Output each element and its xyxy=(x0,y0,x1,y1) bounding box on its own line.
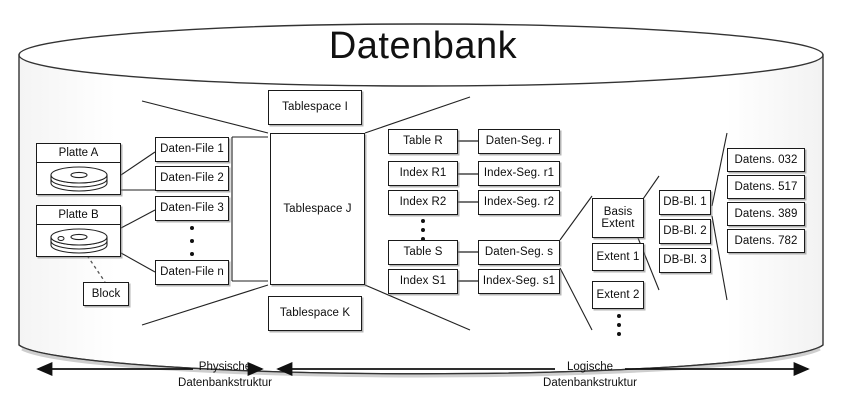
extent-basis[interactable]: Basis Extent xyxy=(592,198,644,238)
extent-2[interactable]: Extent 2 xyxy=(592,281,644,309)
footer-logical-line2: Datenbankstruktur xyxy=(543,376,637,389)
segment-daten-seg-r[interactable]: Daten-Seg. r xyxy=(478,129,560,154)
segment-index-seg-s1[interactable]: Index-Seg. s1 xyxy=(478,269,560,294)
connector-group-files-tablespaces xyxy=(141,100,269,326)
data-file-2[interactable]: Daten-File 2 xyxy=(155,166,229,191)
footer-label-logical: Logische Datenbankstruktur xyxy=(510,360,670,391)
data-file-3[interactable]: Daten-File 3 xyxy=(155,196,229,221)
object-table-s[interactable]: Table S xyxy=(388,240,458,265)
extent-basis-line1: Basis xyxy=(603,205,633,218)
tablespace-i[interactable]: Tablespace I xyxy=(268,90,362,125)
connector-group-tablespaces-objects xyxy=(364,96,471,331)
disk-platter-icon xyxy=(37,225,120,257)
db-block-2[interactable]: DB-Bl. 2 xyxy=(659,219,711,244)
connector-group-disks-files xyxy=(120,151,156,273)
connector-group-blocks-records xyxy=(711,132,728,301)
segment-daten-seg-s[interactable]: Daten-Seg. s xyxy=(478,240,560,265)
objects-ellipsis-icon xyxy=(420,219,425,241)
extents-ellipsis-icon xyxy=(616,314,621,336)
segment-index-seg-r1[interactable]: Index-Seg. r1 xyxy=(478,161,560,186)
data-files-ellipsis-icon xyxy=(189,226,194,256)
record-782[interactable]: Datens. 782 xyxy=(727,229,805,253)
object-table-r[interactable]: Table R xyxy=(388,129,458,154)
footer-label-physical: Physische Datenbankstruktur xyxy=(145,360,305,391)
object-index-s1[interactable]: Index S1 xyxy=(388,269,458,294)
data-file-n[interactable]: Daten-File n xyxy=(155,260,229,285)
disk-platte-a-label: Platte A xyxy=(37,144,120,163)
extent-1[interactable]: Extent 1 xyxy=(592,243,644,271)
data-file-1[interactable]: Daten-File 1 xyxy=(155,137,229,162)
disk-platte-b[interactable]: Platte B xyxy=(36,205,121,257)
db-block-1[interactable]: DB-Bl. 1 xyxy=(659,190,711,215)
record-032[interactable]: Datens. 032 xyxy=(727,148,805,172)
extent-basis-line2: Extent xyxy=(601,218,635,230)
block-box[interactable]: Block xyxy=(83,282,129,306)
disk-platter-icon xyxy=(37,163,120,195)
footer-physical-line2: Datenbankstruktur xyxy=(178,376,272,389)
record-389[interactable]: Datens. 389 xyxy=(727,202,805,226)
connector-group-segments-extents xyxy=(559,195,593,331)
footer-logical-line1: Logische xyxy=(566,361,614,373)
disk-platte-b-label: Platte B xyxy=(37,206,120,225)
record-517[interactable]: Datens. 517 xyxy=(727,175,805,199)
tablespace-k[interactable]: Tablespace K xyxy=(268,296,362,331)
disk-platte-a[interactable]: Platte A xyxy=(36,143,121,195)
object-index-r1[interactable]: Index R1 xyxy=(388,161,458,186)
object-index-r2[interactable]: Index R2 xyxy=(388,190,458,215)
segment-index-seg-r2[interactable]: Index-Seg. r2 xyxy=(478,190,560,215)
db-block-3[interactable]: DB-Bl. 3 xyxy=(659,248,711,273)
tablespace-j[interactable]: Tablespace J xyxy=(270,133,365,285)
connector-group-objects-segments xyxy=(458,140,478,282)
footer-physical-line1: Physische xyxy=(198,361,252,373)
page-title: Datenbank xyxy=(328,25,518,67)
